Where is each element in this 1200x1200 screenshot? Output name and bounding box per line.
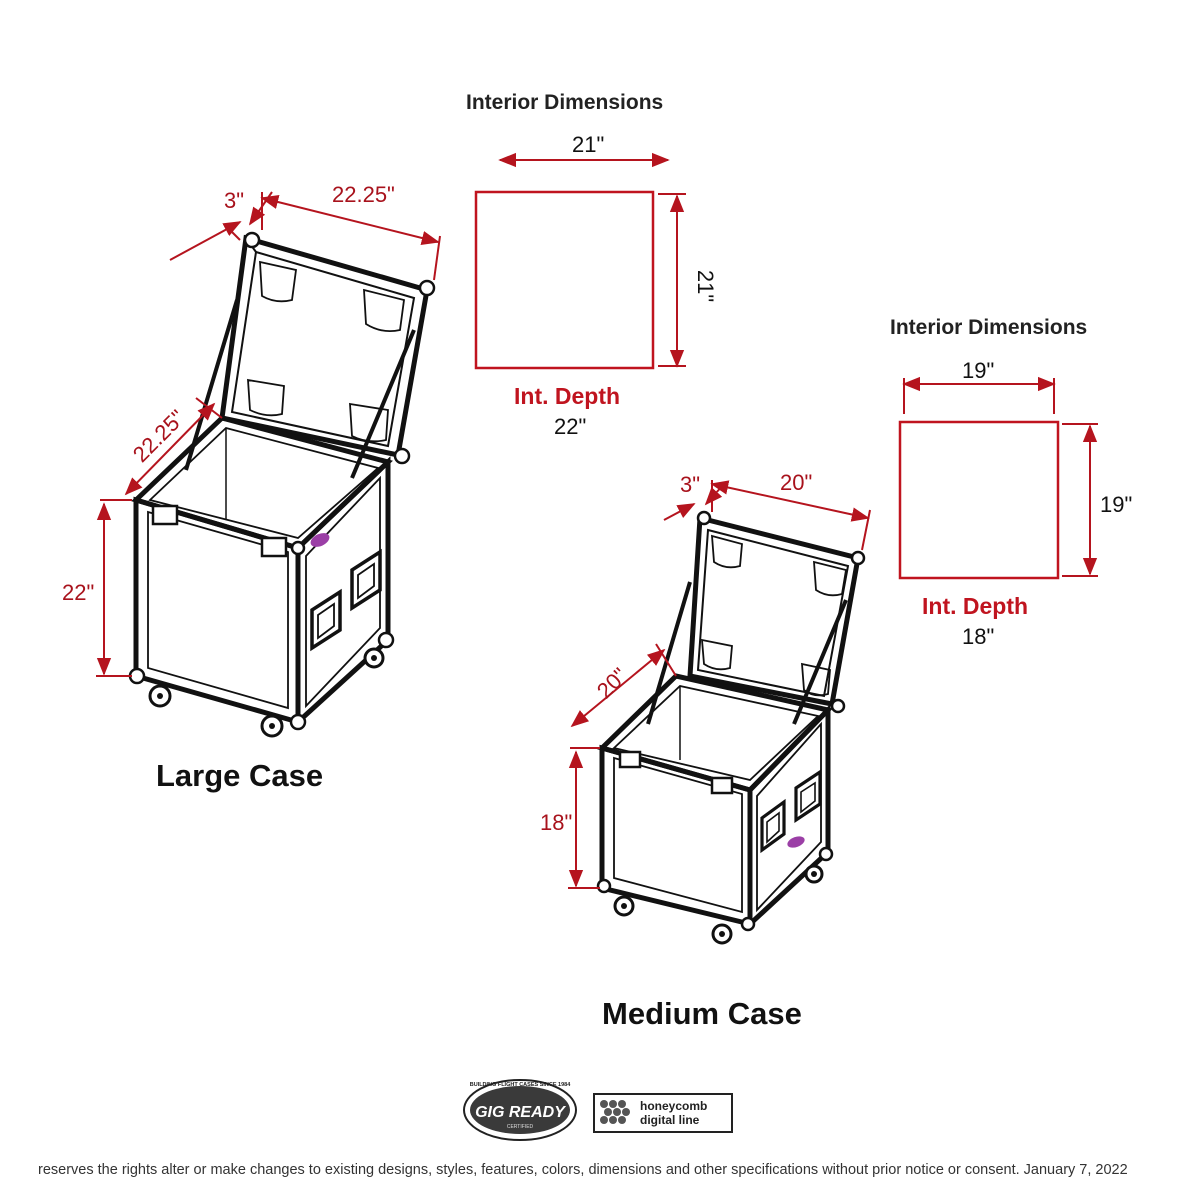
recessed-handle-icon [760, 798, 786, 854]
ball-corner-icon [377, 631, 395, 649]
medium-case-drawing: 3" 20" 20" 18" Medium Case [540, 470, 871, 1031]
large-case-dimension-lines [96, 191, 441, 677]
ball-corner-icon [740, 916, 756, 932]
ball-corner-icon [289, 713, 307, 731]
large-interior-footprint [474, 190, 655, 370]
caster-wheel-icon [148, 684, 172, 708]
medium-interior-footprint [898, 420, 1060, 580]
honeycomb-hex-icon [600, 1100, 630, 1124]
medium-height-label: 18" [540, 810, 572, 835]
caster-wheel-icon [711, 923, 733, 945]
recessed-handle-icon [260, 536, 288, 558]
large-case-label: Large Case [156, 758, 323, 793]
honeycomb-line1: honeycomb [640, 1099, 707, 1113]
ball-corner-icon [818, 846, 834, 862]
ball-corner-icon [696, 510, 712, 526]
large-interior-depth-label: Int. Depth [514, 383, 620, 409]
large-case-drawing: 3" 22.25" 22.25" 22" Large Case [62, 182, 441, 793]
purple-accent-mark [310, 533, 330, 547]
ball-corner-icon [290, 540, 306, 556]
medium-case-dimension-lines [568, 480, 871, 889]
ball-corner-icon [830, 698, 846, 714]
ball-corner-icon [393, 447, 411, 465]
ball-corner-icon [243, 231, 261, 249]
medium-interior-depth-value: 18" [962, 624, 994, 649]
medium-interior-depth-label: Int. Depth [922, 593, 1028, 619]
ball-corner-icon [128, 667, 146, 685]
caster-wheel-icon [613, 895, 635, 917]
ball-corner-icon [418, 279, 436, 297]
purple-accent-mark [787, 836, 805, 848]
recessed-handle-icon [310, 588, 342, 652]
medium-interior-length-label: 19" [1100, 492, 1132, 517]
ball-corner-icon [850, 550, 866, 566]
honeycomb-digital-line-logo: honeycomb digital line [593, 1093, 733, 1133]
large-height-label: 22" [62, 580, 94, 605]
medium-interior-panel: Interior Dimensions 19" 19" Int. Depth 1… [890, 316, 1132, 649]
medium-interior-title: Interior Dimensions [890, 316, 1087, 339]
recessed-handle-icon [618, 750, 642, 769]
large-interior-title: Interior Dimensions [466, 91, 663, 114]
ball-corner-icon [596, 878, 612, 894]
caster-wheel-icon [260, 714, 284, 738]
large-case-body [128, 415, 395, 738]
recessed-handle-icon [151, 504, 179, 526]
large-interior-length-label: 21" [693, 270, 718, 302]
caster-wheel-icon [363, 647, 385, 669]
caster-wheel-icon [804, 864, 824, 884]
recessed-handle-icon [710, 776, 734, 795]
recessed-handle-icon [350, 548, 382, 612]
large-interior-width-label: 21" [572, 132, 604, 157]
recessed-handle-icon [794, 769, 822, 823]
medium-case-label: Medium Case [602, 996, 802, 1031]
gig-ready-logo: BUILDING FLIGHT CASES SINCE 1984 GIG REA… [463, 1079, 577, 1141]
medium-depth-label: 20" [592, 663, 633, 704]
large-interior-panel: Interior Dimensions 21" 21" Int. Depth 2… [466, 91, 718, 439]
large-interior-depth-value: 22" [554, 414, 586, 439]
gig-ready-main-text: GIG READY [475, 1104, 566, 1121]
large-case-lid [184, 231, 436, 479]
medium-interior-width-label: 19" [962, 358, 994, 383]
large-width-label: 22.25" [332, 182, 395, 207]
medium-case-lid [646, 510, 866, 725]
footer-disclaimer: reserves the rights alter or make change… [38, 1162, 1128, 1178]
honeycomb-line2: digital line [640, 1113, 700, 1127]
medium-lid-thickness-label: 3" [680, 472, 700, 497]
large-lid-thickness-label: 3" [224, 188, 244, 213]
gig-ready-sub-text: CERTIFIED [507, 1124, 534, 1130]
gig-ready-arc-text: BUILDING FLIGHT CASES SINCE 1984 [470, 1082, 571, 1088]
medium-width-label: 20" [780, 470, 812, 495]
medium-case-body [596, 673, 834, 945]
